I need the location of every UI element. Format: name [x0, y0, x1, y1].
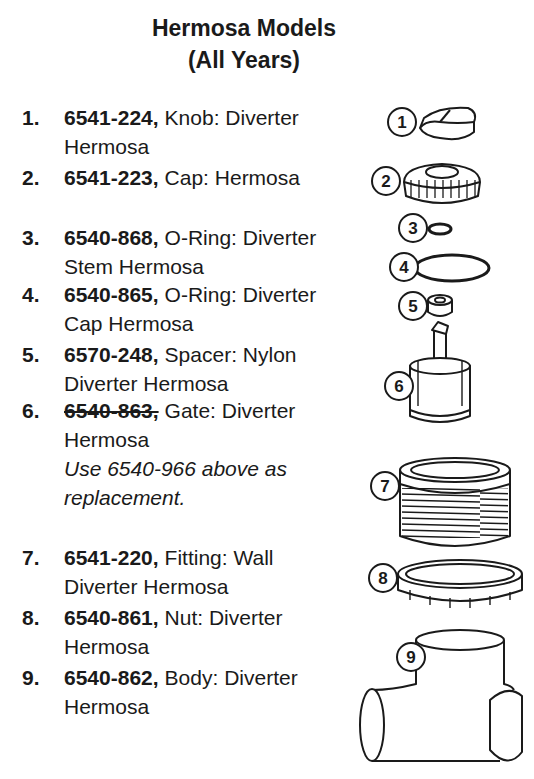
item-number: 5. [22, 340, 40, 369]
callout-number: 7 [380, 478, 389, 495]
callout-number: 6 [394, 378, 403, 395]
item-number: 6. [22, 396, 40, 425]
item-number: 7. [22, 543, 40, 572]
callout-number: 9 [406, 649, 415, 666]
part-number: 6541-220, [64, 546, 159, 569]
part-number: 6541-223, [64, 166, 159, 189]
part-name: Cap: Hermosa [165, 166, 300, 189]
part-number: 6541-224, [64, 106, 159, 129]
callout-number: 5 [408, 298, 417, 315]
part-number: 6540-863, [64, 399, 159, 422]
part-number: 6570-248, [64, 343, 159, 366]
callout-circle: 9 [396, 642, 426, 672]
callout-number: 8 [378, 570, 387, 587]
callout-number: 2 [381, 173, 390, 190]
part-number: 6540-868, [64, 226, 159, 249]
part-number: 6540-861, [64, 606, 159, 629]
item-description: 6570-248,Spacer: Nylon Diverter Hermosa [64, 340, 352, 398]
item-number: 2. [22, 163, 40, 192]
item-description: 6540-862,Body: Diverter Hermosa [64, 663, 352, 721]
item-description: 6541-223, Cap: Hermosa [64, 163, 352, 192]
callout-circle: 5 [398, 291, 428, 321]
callout-circle: 1 [387, 107, 417, 137]
callout-circle: 6 [384, 371, 414, 401]
item-description: 6540-863,Gate: Diverter HermosaUse 6540-… [64, 396, 352, 512]
item-description: 6540-868,O-Ring: Diverter Stem Hermosa [64, 223, 352, 281]
callout-circle: 3 [398, 213, 428, 243]
title: Hermosa Models (All Years) [134, 12, 354, 76]
callout-number: 4 [399, 259, 408, 276]
callout-number: 1 [397, 114, 406, 131]
item-description: 6540-865,O-Ring: Diverter Cap Hermosa [64, 280, 352, 338]
item-description: 6541-220,Fitting: Wall Diverter Hermosa [64, 543, 352, 601]
item-description: 6541-224,Knob: Diverter Hermosa [64, 103, 352, 161]
item-number: 9. [22, 663, 40, 692]
item-number: 3. [22, 223, 40, 252]
item-description: 6540-861,Nut: Diverter Hermosa [64, 603, 352, 661]
callout-circle: 8 [368, 563, 398, 593]
replacement-note: Use 6540-966 above as replacement. [64, 454, 352, 512]
callout-circle: 7 [370, 471, 400, 501]
callout-number: 3 [408, 220, 417, 237]
item-number: 1. [22, 103, 40, 132]
part-number: 6540-862, [64, 666, 159, 689]
callout-circle: 4 [389, 252, 419, 282]
part-number: 6540-865, [64, 283, 159, 306]
item-number: 4. [22, 280, 40, 309]
item-number: 8. [22, 603, 40, 632]
callout-circle: 2 [371, 166, 401, 196]
